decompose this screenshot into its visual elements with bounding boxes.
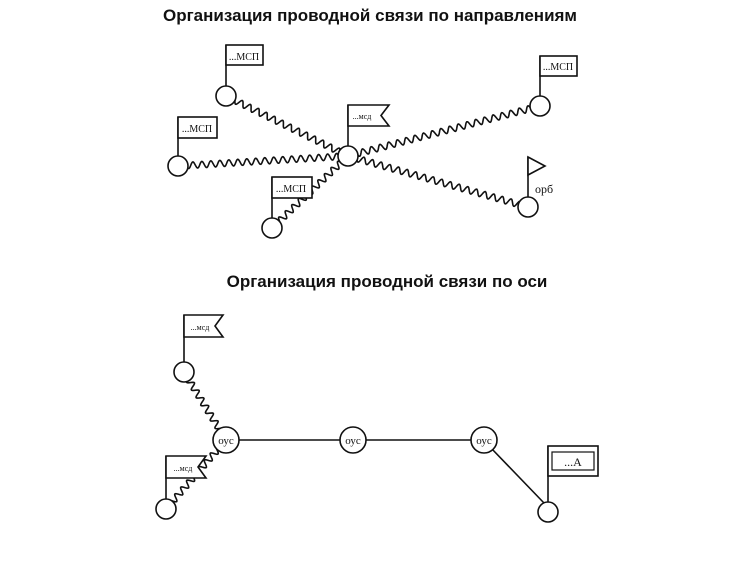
node-msp-left	[167, 155, 189, 177]
label-msp-top-right: ...МСП	[543, 62, 573, 73]
title-directions: Организация проводной связи по направлен…	[162, 6, 578, 25]
node-msp-bottom-left	[261, 217, 283, 239]
flag-msd-hub	[347, 104, 391, 127]
label-ous-1: оус	[218, 435, 234, 447]
flag-msp-top-right	[539, 55, 578, 77]
flag-msd-bottom	[165, 455, 208, 479]
wire-ous3-to-a	[490, 447, 545, 504]
wire-hub-to-top-left	[225, 95, 349, 157]
node-msd-hub	[337, 145, 359, 167]
label-a: ...А	[564, 455, 582, 469]
label-msp-left: ...МСП	[182, 124, 212, 135]
flag-msp-top-left	[225, 44, 264, 66]
label-ous-3: оус	[476, 435, 492, 447]
flag-orb	[527, 155, 547, 177]
flag-msp-bottom-left	[271, 176, 313, 199]
node-msd-bottom	[155, 498, 177, 520]
wire-hub-to-bottom-right	[347, 154, 529, 209]
node-ous-3	[470, 426, 498, 454]
label-msd-top: ...мсд	[191, 323, 210, 332]
node-ous-1	[212, 426, 240, 454]
wire-hub-to-top-right	[347, 104, 541, 158]
wire-hub-to-left	[177, 152, 349, 170]
flag-msp-left	[177, 116, 218, 139]
label-msd-bottom: ...мсд	[174, 464, 193, 473]
label-ous-2: оус	[345, 435, 361, 447]
label-msp-bottom-left: ...МСП	[276, 184, 306, 195]
node-orb	[517, 196, 539, 218]
node-a	[537, 501, 559, 523]
label-orb: орб	[535, 182, 553, 196]
node-msd-top	[173, 361, 195, 383]
label-msd-hub: ...мсд	[353, 112, 372, 121]
node-ous-2	[339, 426, 367, 454]
flag-a-inner-frame	[551, 451, 595, 471]
title-axis: Организация проводной связи по оси	[226, 272, 548, 291]
node-msp-top-left	[215, 85, 237, 107]
label-msp-top-left: ...МСП	[229, 52, 259, 63]
node-msp-top-right	[529, 95, 551, 117]
flag-msd-top	[183, 314, 225, 338]
